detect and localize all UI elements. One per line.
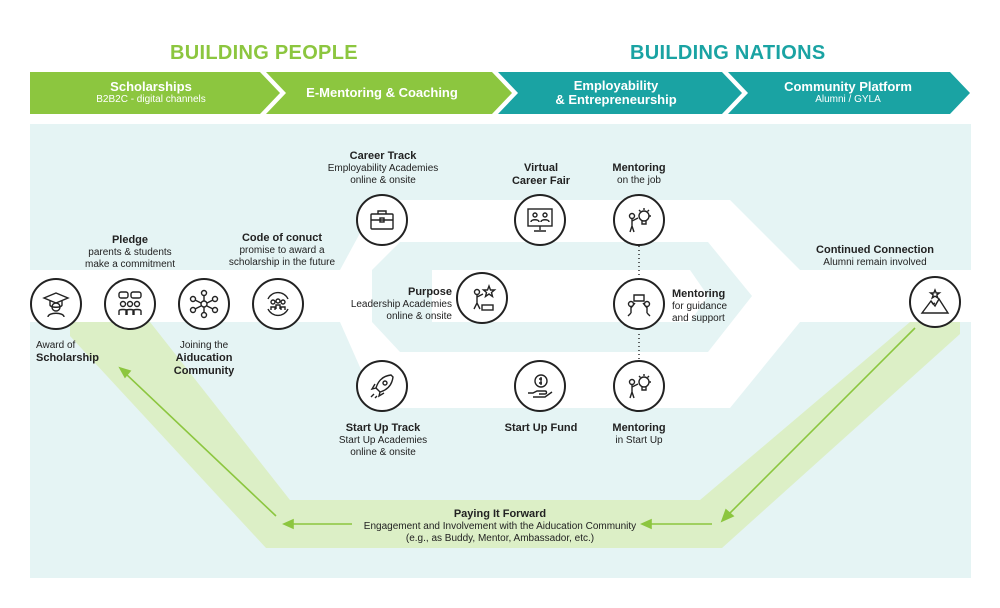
community-bold2: Community [173,365,235,377]
community-line1: Joining the [179,340,229,351]
mentor-job-line1: on the job [617,175,661,186]
banner-title-line2: & Entrepreneurship [555,92,677,107]
startup-line2: online & onsite [350,447,416,458]
banner-title: Employability [573,78,659,93]
paying-forward-line1: Engagement and Involvement with the Aidu… [363,521,637,532]
fair-title: Virtual [523,162,559,174]
paying-forward-path [70,322,960,548]
pledge-title: Pledge [111,234,149,246]
banner-employability-shape [498,72,742,114]
startup-label: Start Up Track Start Up Academies online… [318,422,448,459]
pledge-line2: make a commitment [84,259,176,270]
idea-person-icon [613,194,665,246]
award-label: Award of Scholarship [36,340,126,365]
building-nations-heading: BUILDING NATIONS [630,42,826,64]
banner-title: Scholarships [110,79,192,94]
mentor-startup-line1: in Start Up [615,435,663,446]
banner-scholarships: Scholarships B2B2C - digital channels [40,72,262,114]
goal-climb-icon [456,272,508,324]
banner-mentoring: E-Mentoring & Coaching [282,72,482,114]
rocket-icon [356,360,408,412]
award-bold: Scholarship [36,352,99,364]
conduct-label: Code of conuct promise to award a schola… [222,232,342,269]
conduct-title: Code of conuct [241,232,323,244]
award-line1: Award of [36,340,76,351]
continued-label: Continued Connection Alumni remain invol… [800,244,950,269]
mentor-startup-label: Mentoring in Start Up [594,422,684,447]
fund-title: Start Up Fund [504,422,578,434]
banner-community-shape [728,72,970,114]
career-title: Career Track [349,150,417,162]
group-discussion-icon [104,278,156,330]
banner-subtitle: B2B2C - digital channels [96,94,206,105]
paying-forward-title: Paying It Forward [453,508,547,520]
fair-title2: Career Fair [511,175,571,187]
banner-chevrons [30,72,970,114]
startup-line1: Start Up Academies [338,435,428,446]
banner-subtitle: Alumni / GYLA [815,94,881,105]
mentor-job-label: Mentoring on the job [594,162,684,187]
purpose-label: Purpose Leadership Academies online & on… [336,286,452,323]
mentor-guidance-label: Mentoring for guidance and support [672,288,762,325]
banner-community: Community Platform Alumni / GYLA [746,72,950,114]
mentor-guidance-line2: and support [672,313,725,324]
support-puzzle-icon [613,278,665,330]
pledge-label: Pledge parents & students make a commitm… [80,234,180,271]
fair-label: Virtual Career Fair [496,162,586,188]
briefcase-icon [356,194,408,246]
fund-label: Start Up Fund [490,422,592,435]
mentor-guidance-title: Mentoring [672,288,726,300]
continued-line1: Alumni remain involved [823,257,927,268]
community-bold: Aiducation [175,352,233,364]
idea-person-icon [613,360,665,412]
conduct-line2: scholarship in the future [228,257,336,268]
purpose-line1: Leadership Academies [350,299,452,310]
network-icon [178,278,230,330]
career-line1: Employability Academies [327,163,439,174]
paying-forward-label: Paying It Forward Engagement and Involve… [340,508,660,545]
video-conference-icon [514,194,566,246]
mentor-guidance-line1: for guidance [672,301,728,312]
conduct-line1: promise to award a [239,245,325,256]
team-cycle-icon [252,278,304,330]
graduate-icon [30,278,82,330]
mentor-job-title: Mentoring [612,162,666,174]
mountain-star-icon [909,276,961,328]
banner-mentoring-shape [266,72,512,114]
banner-title: E-Mentoring & Coaching [306,85,458,100]
banner-employability: Employability & Entrepreneurship [516,72,716,114]
money-hand-icon [514,360,566,412]
startup-title: Start Up Track [345,422,421,434]
building-people-heading: BUILDING PEOPLE [170,42,358,64]
purpose-line2: online & onsite [386,311,452,322]
paying-forward-line2: (e.g., as Buddy, Mentor, Ambassador, etc… [405,533,595,544]
banner-title: Community Platform [784,79,912,94]
return-arrows [118,327,916,530]
community-label: Joining the Aiducation Community [158,340,250,378]
continued-title: Continued Connection [816,244,934,256]
purpose-title: Purpose [407,286,452,298]
mentor-startup-title: Mentoring [612,422,666,434]
career-line2: online & onsite [350,175,416,186]
pledge-line1: parents & students [88,247,172,258]
career-label: Career Track Employability Academies onl… [318,150,448,187]
banner-scholarships-shape [30,72,280,114]
